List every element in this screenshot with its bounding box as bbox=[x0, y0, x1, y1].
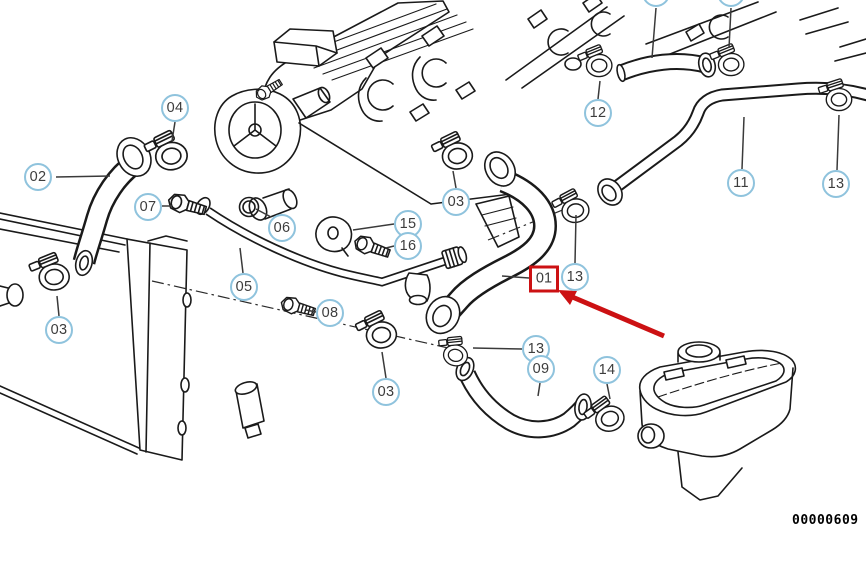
callout-09[interactable]: 09 bbox=[527, 355, 555, 383]
engine-bracket-drawing bbox=[505, 0, 866, 89]
centerline bbox=[151, 206, 571, 353]
hose-01-drawing bbox=[425, 151, 558, 335]
diagram-number: 00000609 bbox=[792, 513, 859, 528]
callout-07[interactable]: 07 bbox=[134, 193, 162, 221]
callout-label: 12 bbox=[589, 104, 607, 121]
highlighted-callout-label: 01 bbox=[535, 270, 553, 287]
callout-label: 03 bbox=[447, 193, 465, 210]
callout-label: 05 bbox=[235, 278, 253, 295]
callout-label: 13 bbox=[566, 268, 584, 285]
engine-drawing bbox=[214, 0, 520, 248]
leader-lines bbox=[55, 7, 840, 400]
callout-label: 09 bbox=[532, 360, 550, 377]
callout-04[interactable]: 04 bbox=[161, 94, 189, 122]
callout-label: 02 bbox=[29, 168, 47, 185]
callout-06[interactable]: 06 bbox=[268, 214, 296, 242]
callout-08[interactable]: 08 bbox=[316, 299, 344, 327]
callout-14[interactable]: 14 bbox=[593, 356, 621, 384]
highlight-arrow bbox=[558, 290, 665, 339]
callout-label: 11 bbox=[733, 174, 749, 191]
callout-label: 08 bbox=[321, 304, 339, 321]
hose-02-drawing bbox=[72, 137, 152, 277]
callout-label: 06 bbox=[273, 219, 291, 236]
hose-09-drawing bbox=[455, 356, 592, 439]
callout-label: 07 bbox=[139, 198, 157, 215]
expansion-tank-drawing bbox=[637, 341, 797, 501]
callout-03-lower[interactable]: 03 bbox=[372, 378, 400, 406]
callout-label: 04 bbox=[166, 99, 184, 116]
callout-13-right[interactable]: 13 bbox=[822, 170, 850, 198]
callout-03-radiator[interactable]: 03 bbox=[45, 316, 73, 344]
callout-label: 13 bbox=[527, 340, 545, 357]
callout-02[interactable]: 02 bbox=[24, 163, 52, 191]
callout-label: 15 bbox=[399, 215, 417, 232]
callout-11[interactable]: 11 bbox=[727, 169, 755, 197]
callout-16[interactable]: 16 bbox=[394, 232, 422, 260]
fastener-drawings bbox=[165, 190, 393, 321]
callout-label: 16 bbox=[399, 237, 417, 254]
radiator-drawing bbox=[0, 212, 192, 461]
callout-label: 14 bbox=[598, 361, 616, 378]
callout-label: 03 bbox=[377, 383, 395, 400]
hose-12-drawing bbox=[616, 52, 717, 83]
callout-15[interactable]: 15 bbox=[394, 210, 422, 238]
highlighted-callout-01[interactable]: 01 bbox=[529, 265, 559, 293]
callout-label: 03 bbox=[50, 321, 68, 338]
callout-label: 13 bbox=[827, 175, 845, 192]
callout-03-upper[interactable]: 03 bbox=[442, 188, 470, 216]
callout-13-mid[interactable]: 13 bbox=[561, 263, 589, 291]
callout-12[interactable]: 12 bbox=[584, 99, 612, 127]
coolant-pipe-drawing bbox=[195, 196, 468, 439]
callout-05[interactable]: 05 bbox=[230, 273, 258, 301]
